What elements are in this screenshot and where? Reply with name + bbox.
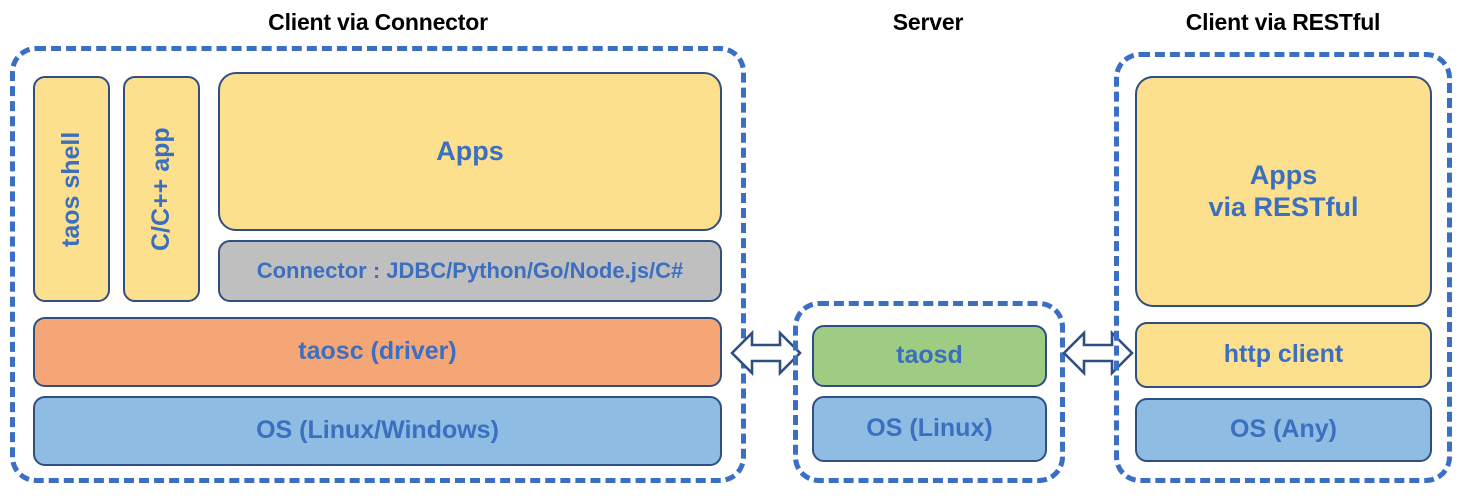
node-os-linux-windows[interactable]: OS (Linux/Windows) xyxy=(33,396,722,466)
node-apps[interactable]: Apps xyxy=(218,72,722,231)
node-os-any[interactable]: OS (Any) xyxy=(1135,398,1432,462)
node-connector[interactable]: Connector : JDBC/Python/Go/Node.js/C# xyxy=(218,240,722,302)
group-frame-client-connector xyxy=(10,46,746,483)
section-title-client-restful: Client via RESTful xyxy=(1185,9,1381,35)
section-title-client-connector: Client via Connector xyxy=(268,9,488,35)
node-taosd[interactable]: taosd xyxy=(812,325,1047,387)
group-frame-client-restful xyxy=(1114,52,1452,483)
node-apps-via-restful[interactable]: Apps via RESTful xyxy=(1135,76,1432,307)
node-taosc-driver[interactable]: taosc (driver) xyxy=(33,317,722,387)
node-taos-shell[interactable]: taos shell xyxy=(33,76,110,302)
node-os-linux[interactable]: OS (Linux) xyxy=(812,396,1047,462)
section-title-server: Server xyxy=(892,9,964,35)
node-c-cpp-app[interactable]: C/C++ app xyxy=(123,76,200,302)
node-http-client[interactable]: http client xyxy=(1135,322,1432,388)
group-frame-server xyxy=(793,301,1065,483)
